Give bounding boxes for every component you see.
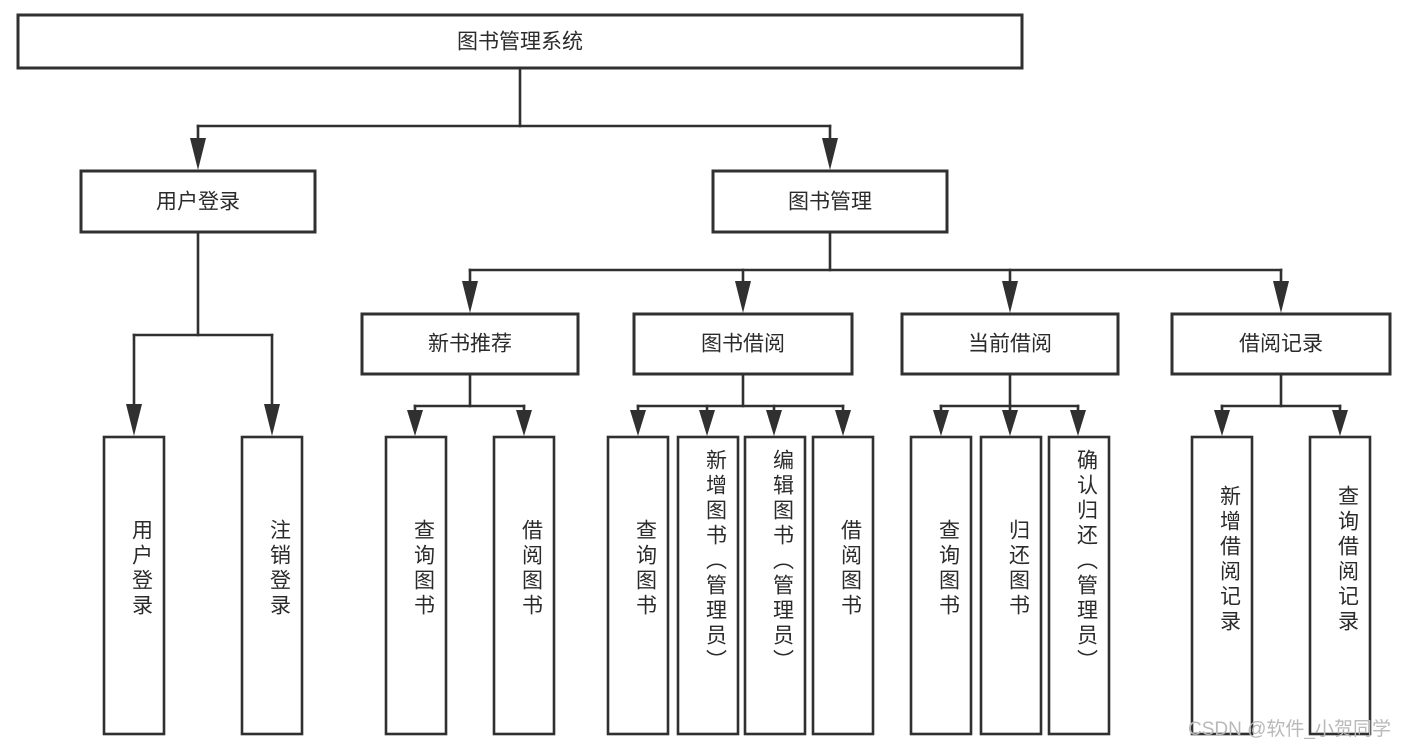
node-borrow-record-box[interactable] <box>1170 312 1392 376</box>
node-user-login-box[interactable] <box>79 169 317 234</box>
node-leaf-borrow-query[interactable]: 查询图书 <box>606 435 670 736</box>
arrow-head-leaf-rec-borrow <box>516 410 532 436</box>
connector-group-new-book-rec-to-leaves <box>407 373 532 436</box>
arrow-head-leaf-cur-confirm <box>1070 410 1086 436</box>
node-leaf-cur-return-box[interactable] <box>979 435 1043 736</box>
connector-group-borrow-record-to-leaves <box>1214 373 1348 436</box>
node-leaf-rec-search-label: 查询借阅记录 <box>1336 485 1360 635</box>
node-leaf-cur-query-box[interactable] <box>909 435 973 736</box>
node-leaf-borrow-edit[interactable]: 编辑图书（管理员） <box>743 435 807 736</box>
arrow-head-borrow-record <box>1273 281 1289 313</box>
node-leaf-borrow-add-label: 新增图书（管理员） <box>704 449 728 674</box>
node-borrow-record-label: 借阅记录 <box>1239 333 1323 356</box>
node-leaf-borrow-add[interactable]: 新增图书（管理员） <box>676 435 740 736</box>
arrow-head-current-borrow <box>1002 281 1018 313</box>
node-leaf-cur-confirm-box[interactable] <box>1047 435 1111 736</box>
node-leaf-rec-search[interactable]: 查询借阅记录 <box>1308 435 1372 736</box>
node-leaf-borrow-do-box[interactable] <box>811 435 875 736</box>
node-leaf-borrow-do-label: 借阅图书 <box>839 519 863 619</box>
arrow-head-leaf-cur-return <box>1002 410 1018 436</box>
node-new-book-rec-label: 新书推荐 <box>428 333 512 356</box>
node-leaf-rec-borrow[interactable]: 借阅图书 <box>492 435 556 736</box>
arrow-head-user-login <box>190 138 206 170</box>
node-book-manage-label: 图书管理 <box>788 191 872 214</box>
node-root-box[interactable] <box>16 13 1024 70</box>
node-current-borrow[interactable]: 当前借阅 <box>900 312 1120 376</box>
node-leaf-borrow-do[interactable]: 借阅图书 <box>811 435 875 736</box>
node-leaf-user-logout[interactable]: 注销登录 <box>240 435 304 736</box>
node-leaf-user-login-box[interactable] <box>102 435 166 736</box>
node-book-manage[interactable]: 图书管理 <box>711 169 949 234</box>
arrow-head-leaf-borrow-query <box>630 410 646 436</box>
node-leaf-rec-add-box[interactable] <box>1190 435 1254 736</box>
node-current-borrow-label: 当前借阅 <box>968 333 1052 356</box>
node-leaf-borrow-edit-box[interactable] <box>743 435 807 736</box>
arrow-head-book-manage <box>822 138 838 170</box>
node-leaf-rec-query-label: 查询图书 <box>412 519 436 619</box>
arrow-head-leaf-borrow-do <box>835 410 851 436</box>
node-book-borrow-box[interactable] <box>632 312 854 376</box>
arrow-head-leaf-rec-add <box>1214 410 1230 436</box>
node-leaf-rec-add-label: 新增借阅记录 <box>1218 485 1242 635</box>
arrow-head-leaf-user-logout <box>264 404 280 436</box>
node-user-login[interactable]: 用户登录 <box>79 169 317 234</box>
arrow-head-leaf-borrow-add <box>699 410 715 436</box>
node-leaf-user-login[interactable]: 用户登录 <box>102 435 166 736</box>
arrow-head-leaf-rec-query <box>407 410 423 436</box>
connector-group-current-borrow-to-leaves <box>933 373 1086 436</box>
node-leaf-rec-borrow-box[interactable] <box>492 435 556 736</box>
connector-group-user-login-to-leaves <box>126 230 280 436</box>
node-leaf-user-logout-box[interactable] <box>240 435 304 736</box>
node-leaf-borrow-query-box[interactable] <box>606 435 670 736</box>
node-borrow-record[interactable]: 借阅记录 <box>1170 312 1392 376</box>
node-new-book-rec-box[interactable] <box>360 312 580 376</box>
node-current-borrow-box[interactable] <box>900 312 1120 376</box>
connector-group-book-manage-to-level3 <box>462 230 1289 313</box>
node-leaf-cur-query[interactable]: 查询图书 <box>909 435 973 736</box>
node-leaf-cur-query-label: 查询图书 <box>937 519 961 619</box>
node-new-book-rec[interactable]: 新书推荐 <box>360 312 580 376</box>
node-leaf-cur-return-label: 归还图书 <box>1007 519 1031 619</box>
arrow-head-book-borrow <box>735 281 751 313</box>
node-leaf-user-logout-label: 注销登录 <box>268 519 292 619</box>
node-leaf-cur-confirm[interactable]: 确认归还（管理员） <box>1047 435 1111 736</box>
arrow-head-leaf-rec-search <box>1332 410 1348 436</box>
node-leaf-rec-query-box[interactable] <box>384 435 448 736</box>
arrow-head-new-book-rec <box>462 281 478 313</box>
node-book-borrow-label: 图书借阅 <box>701 333 785 356</box>
node-leaf-cur-confirm-label: 确认归还（管理员） <box>1075 449 1099 674</box>
node-leaf-borrow-add-box[interactable] <box>676 435 740 736</box>
node-leaf-rec-add[interactable]: 新增借阅记录 <box>1190 435 1254 736</box>
connector-group-book-borrow-to-leaves <box>630 373 851 436</box>
node-root[interactable]: 图书管理系统 <box>16 13 1024 70</box>
node-root-label: 图书管理系统 <box>457 31 583 54</box>
node-leaf-rec-borrow-label: 借阅图书 <box>520 519 544 619</box>
node-leaf-rec-query[interactable]: 查询图书 <box>384 435 448 736</box>
arrow-head-leaf-cur-query <box>933 410 949 436</box>
node-leaf-cur-return[interactable]: 归还图书 <box>979 435 1043 736</box>
node-leaf-borrow-edit-label: 编辑图书（管理员） <box>771 449 795 674</box>
connector-group-root-to-level2 <box>190 66 838 170</box>
node-book-borrow[interactable]: 图书借阅 <box>632 312 854 376</box>
node-leaf-user-login-label: 用户登录 <box>130 519 154 619</box>
arrow-head-leaf-borrow-edit <box>766 410 782 436</box>
node-leaf-borrow-query-label: 查询图书 <box>634 519 658 619</box>
arrow-head-leaf-user-login <box>126 404 142 436</box>
node-leaf-rec-search-box[interactable] <box>1308 435 1372 736</box>
node-book-manage-box[interactable] <box>711 169 949 234</box>
node-user-login-label: 用户登录 <box>156 191 240 214</box>
